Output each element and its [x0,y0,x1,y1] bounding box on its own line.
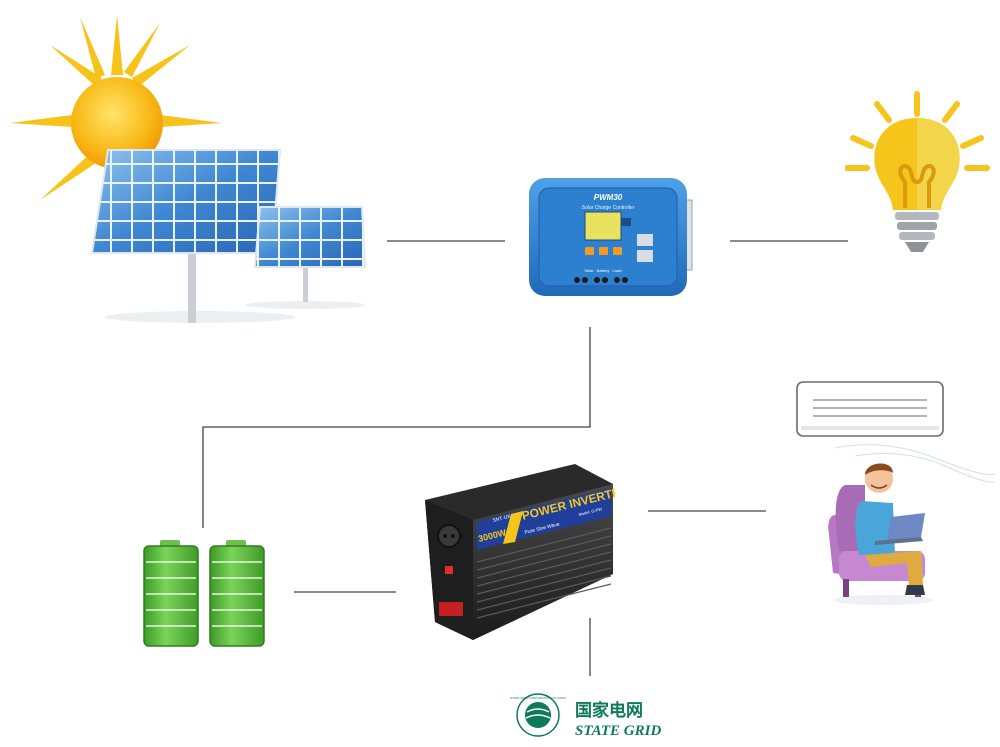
grid-seal-text: STATE GRID CORPORATION OF CHINA [510,696,566,700]
controller-model: PWM30 [594,193,623,202]
grid-name-en: STATE GRID [575,723,661,739]
air-conditioner-icon [796,381,996,483]
controller-label-solar: Solar [584,268,594,273]
controller-subtitle: Solar Charge Controller [582,205,635,211]
controller-label-battery: Battery [597,268,610,273]
light-bulb-icon [845,91,990,252]
state-grid-logo-icon: STATE GRID CORPORATION OF CHINA 国家电网 STA… [510,693,661,739]
grid-name-cn: 国家电网 [575,700,643,721]
battery-icon [143,540,265,647]
line-controller-battery [202,327,591,528]
power-inverter-icon: SNT·UK 3000W POWER INVERTER Pure Sine Wa… [425,464,615,640]
sun-icon [10,15,222,200]
charge-controller-icon: PWM30 Solar Charge Controller Solar Batt… [529,178,693,296]
person-laptop-icon [828,463,933,605]
inverter-brand: SNT·UK [492,513,512,523]
inverter-model-code: Model: G-PW [578,506,603,517]
controller-label-load: Load [613,268,622,273]
solar-panel-icon [90,149,367,323]
